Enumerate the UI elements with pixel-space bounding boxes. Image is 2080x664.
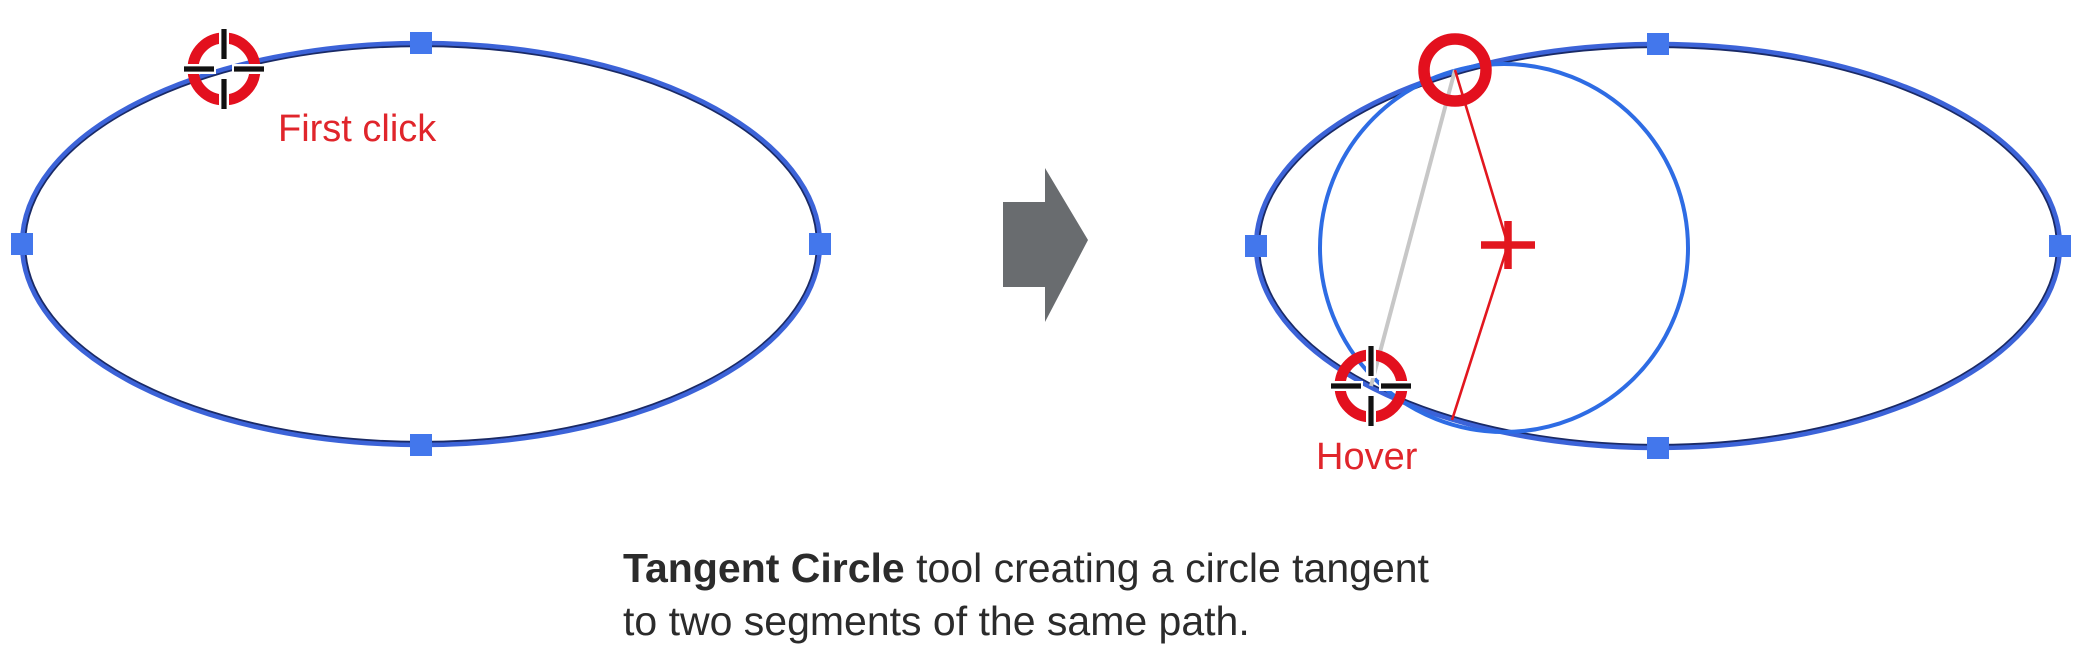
tangent-circle-preview bbox=[1318, 62, 1690, 434]
path-node bbox=[1647, 33, 1669, 55]
path-node bbox=[410, 434, 432, 456]
path-node bbox=[11, 233, 33, 255]
circle-center-cross-icon bbox=[1481, 221, 1535, 269]
ellipse-path-shadow bbox=[23, 44, 819, 444]
path-node bbox=[1647, 437, 1669, 459]
hover-label: Hover bbox=[1316, 436, 1418, 478]
tangency-chord-line bbox=[1369, 69, 1457, 387]
caption-tool-name: Tangent Circle bbox=[623, 545, 905, 591]
tangent-point-ring-icon bbox=[1418, 33, 1492, 107]
after-panel bbox=[1245, 33, 2071, 459]
figure-caption: Tangent Circle tool creating a circle ta… bbox=[623, 542, 1429, 648]
right-arrow-icon bbox=[1003, 168, 1088, 322]
caption-line-1-rest: tool creating a circle tangent bbox=[904, 545, 1429, 591]
path-node bbox=[1245, 235, 1267, 257]
caption-line-2: to two segments of the same path. bbox=[623, 598, 1250, 644]
caption-line-1: Tangent Circle tool creating a circle ta… bbox=[623, 542, 1429, 595]
path-node bbox=[2049, 235, 2071, 257]
path-nodes bbox=[11, 32, 831, 456]
path-node bbox=[809, 233, 831, 255]
first-click-label: First click bbox=[278, 108, 437, 150]
path-node bbox=[410, 32, 432, 54]
before-panel bbox=[11, 26, 831, 456]
